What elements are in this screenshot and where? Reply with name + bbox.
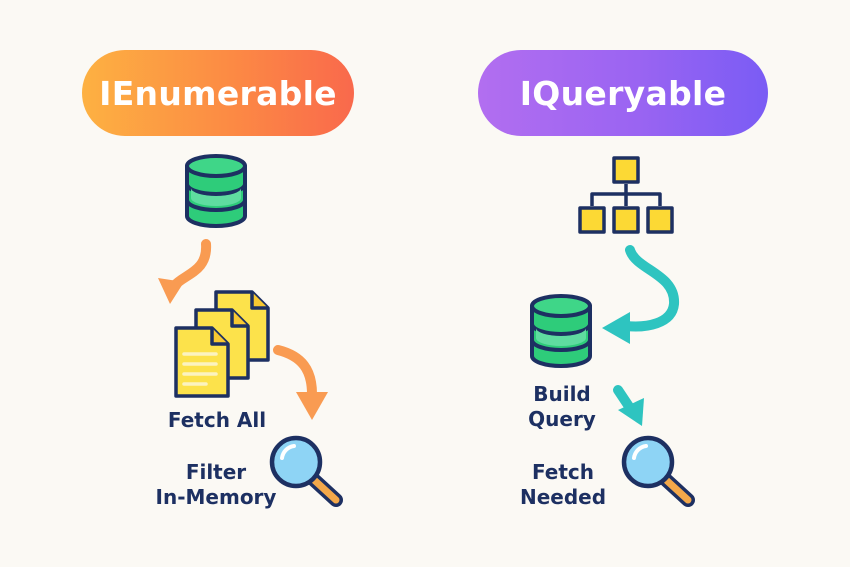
curved-arrow-icon (158, 239, 212, 304)
documents-icon (174, 290, 270, 398)
hierarchy-icon (578, 156, 674, 234)
magnifier-icon (621, 435, 695, 507)
curved-arrow-icon (613, 385, 644, 426)
fetch-needed-label: Fetch Needed (519, 460, 607, 509)
ienumerable-title-pill: IEnumerable (82, 50, 354, 136)
fetch-all-label: Fetch All (167, 408, 267, 432)
build-query-label: Build Query (528, 382, 596, 431)
iqueryable-title-pill: IQueryable (478, 50, 768, 136)
database-icon (185, 154, 247, 228)
iqueryable-title: IQueryable (519, 73, 727, 113)
magnifier-icon (269, 435, 343, 507)
curved-arrow-icon (602, 245, 679, 344)
curved-arrow-icon (273, 345, 328, 420)
filter-in-memory-label: Filter In-Memory (155, 460, 277, 509)
database-icon (530, 294, 592, 368)
ienumerable-title: IEnumerable (99, 73, 337, 113)
